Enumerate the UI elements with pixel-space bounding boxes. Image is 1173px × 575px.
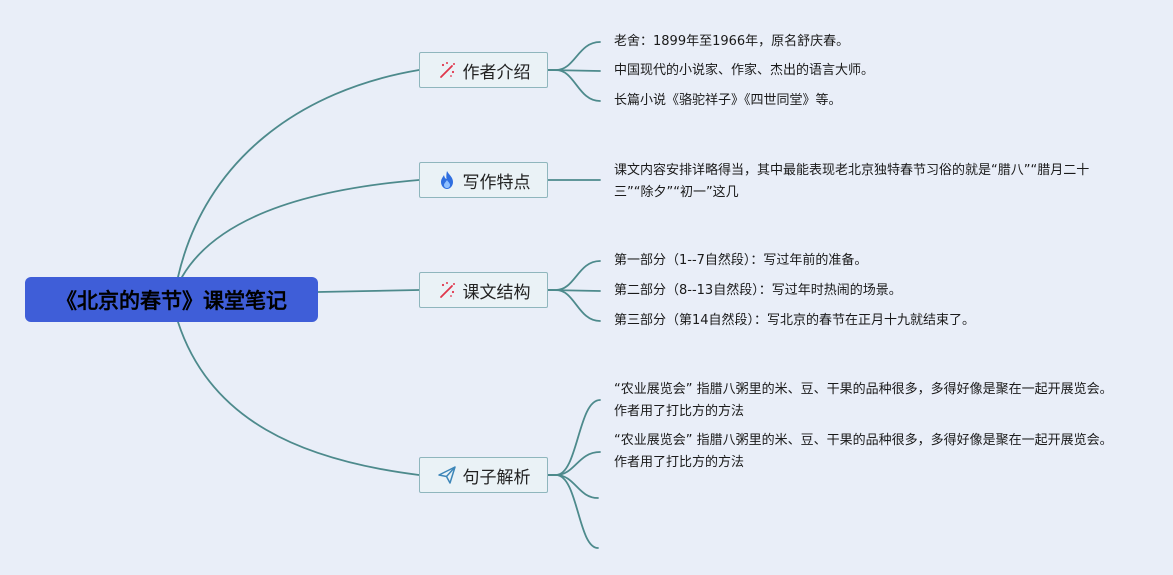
magic-wand-icon (437, 280, 457, 300)
leaf-structure-part-2[interactable]: 第二部分（8--13自然段）：写过年时热闹的场景。 (614, 283, 902, 298)
topic-writing-features[interactable]: 写作特点 (419, 162, 548, 198)
topic-label: 课文结构 (462, 282, 531, 303)
link-root-topic-4 (177, 321, 420, 476)
link-topic-1-leaf-3 (547, 69, 601, 102)
magic-wand-icon (437, 60, 457, 80)
root-title: 《北京的春节》课堂笔记 (56, 288, 287, 313)
link-topic-4-leaf-1 (547, 399, 601, 476)
leaf-structure-part-3[interactable]: 第三部分（第14自然段）：写北京的春节在正月十九就结束了。 (614, 313, 976, 328)
link-topic-4-leaf-2 (547, 451, 601, 476)
link-root-topic-3 (317, 289, 420, 293)
leaf-author-role[interactable]: 中国现代的小说家、作家、杰出的语言大师。 (614, 63, 875, 78)
root-node[interactable]: 《北京的春节》课堂笔记 (25, 277, 318, 322)
topic-label: 作者介绍 (462, 62, 531, 83)
fire-icon (437, 170, 457, 190)
topic-label: 写作特点 (462, 172, 531, 193)
topic-label: 句子解析 (462, 467, 531, 488)
paper-plane-icon (437, 465, 457, 485)
topic-author-intro[interactable]: 作者介绍 (419, 52, 548, 88)
leaf-author-name[interactable]: 老舍：1899年至1966年，原名舒庆春。 (614, 34, 850, 49)
topic-sentence-analysis[interactable]: 句子解析 (419, 457, 548, 493)
link-topic-4-leaf-4 (547, 474, 599, 549)
topic-text-structure[interactable]: 课文结构 (419, 272, 548, 308)
link-topic-3-leaf-1 (547, 260, 601, 291)
link-topic-3-leaf-3 (547, 289, 601, 322)
leaf-writing-feature[interactable]: 课文内容安排详略得当，其中最能表现老北京独特春节习俗的就是“腊八”“腊月二十三”… (614, 163, 1090, 200)
link-root-topic-1 (177, 69, 420, 278)
leaf-sentence-1[interactable]: “农业展览会” 指腊八粥里的米、豆、干果的品种很多，多得好像是聚在一起开展览会。… (614, 382, 1113, 419)
link-topic-1-leaf-1 (547, 41, 601, 71)
link-root-topic-2 (181, 179, 420, 278)
leaf-author-works[interactable]: 长篇小说《骆驼祥子》《四世同堂》等。 (614, 93, 842, 108)
leaf-sentence-2[interactable]: “农业展览会” 指腊八粥里的米、豆、干果的品种很多，多得好像是聚在一起开展览会。… (614, 433, 1113, 470)
leaf-structure-part-1[interactable]: 第一部分（1--7自然段）：写过年前的准备。 (614, 253, 868, 268)
